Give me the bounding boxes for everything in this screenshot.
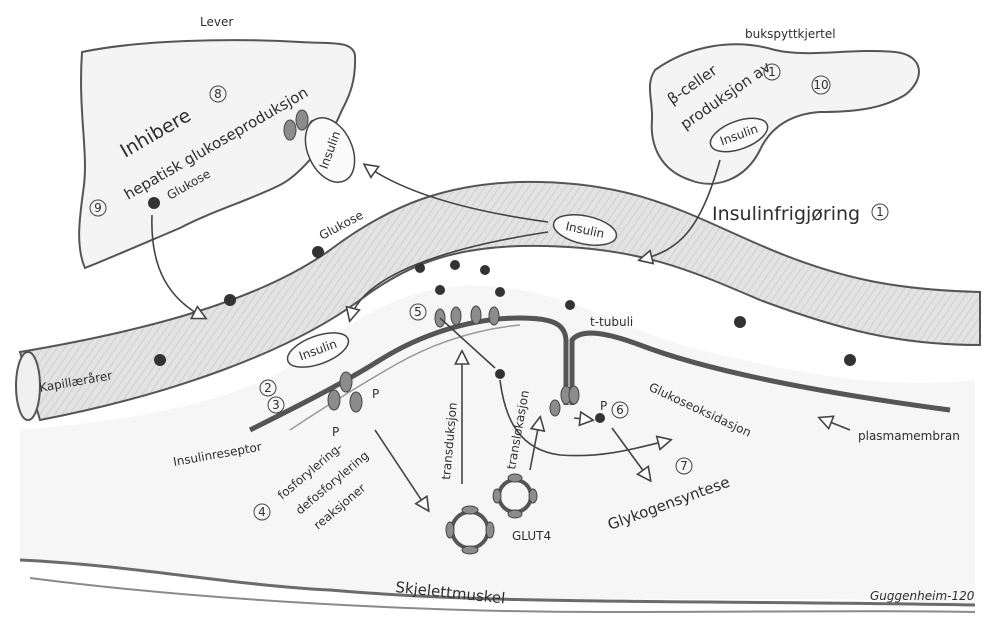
phosphate-p3: P [600,399,607,413]
svg-text:7: 7 [680,459,688,473]
liver-title: Lever [200,15,233,29]
svg-text:9: 9 [94,201,102,215]
svg-text:4: 4 [258,505,266,519]
svg-text:10: 10 [813,78,828,92]
svg-text:3: 3 [272,398,280,412]
phosphate-p1: P [372,387,379,401]
step-number-10: 10 [812,76,830,94]
svg-text:5: 5 [414,305,422,319]
svg-text:2: 2 [264,381,272,395]
svg-text:6: 6 [616,403,624,417]
pancreas-title: bukspyttkjertel [745,27,836,41]
phosphate-p2: P [332,425,339,439]
signature: Guggenheim-120 [870,589,975,603]
insulin-release-text: Insulinfrigjøring [712,203,860,225]
plasma-membrane-text: plasmamembran [858,429,960,443]
svg-text:1: 1 [768,65,776,79]
svg-text:8: 8 [214,87,222,101]
t-tubuli-text: t-tubuli [590,315,633,329]
step-number-1-release: 1 [872,204,888,220]
glut4-text: GLUT4 [512,529,551,543]
svg-text:1: 1 [876,205,884,219]
